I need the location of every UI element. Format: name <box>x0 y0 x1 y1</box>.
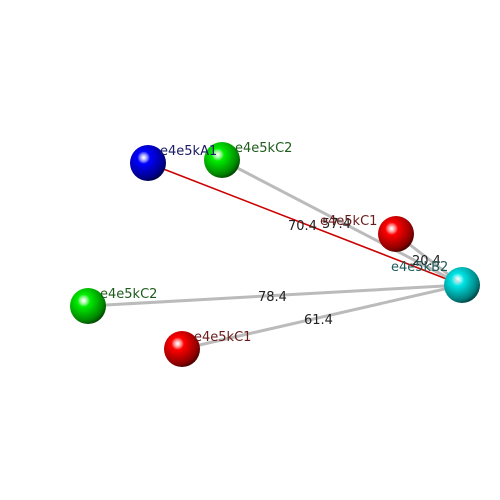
atom-label: e4e5kC2 <box>235 141 292 156</box>
bond-c2b-b2 <box>87 283 463 308</box>
atom-layer <box>70 142 480 367</box>
distance-label: 70.4 <box>288 219 317 234</box>
atom-c2-top[interactable] <box>204 142 240 178</box>
atom-label: e4e5kC2 <box>100 287 157 302</box>
distance-label-layer: 70.4 57.4 20.4 78.4 61.4 <box>258 217 441 328</box>
distance-label: 20.4 <box>412 254 441 269</box>
bond-c2a-b2 <box>221 158 463 287</box>
atom-label-layer: e4e5kA1 e4e5kC2 e4e5kC1 e4e5kB2 e4e5kC2 … <box>100 141 448 345</box>
atom-c1-bottom[interactable] <box>164 331 200 367</box>
atom-label: e4e5kB2 <box>391 260 448 275</box>
distance-label: 61.4 <box>304 313 333 328</box>
bond-c1b-b2 <box>181 283 463 351</box>
distance-label: 78.4 <box>258 290 287 305</box>
distance-label: 57.4 <box>322 217 351 232</box>
atom-label: e4e5kA1 <box>160 144 217 159</box>
atom-c1-right[interactable] <box>378 216 414 252</box>
atom-label: e4e5kC1 <box>194 330 251 345</box>
bond-layer <box>87 158 463 351</box>
atom-c2-left[interactable] <box>70 288 106 324</box>
atom-label: e4e5kC1 <box>320 214 377 229</box>
bond-a1-b2 <box>147 162 463 286</box>
atom-a1[interactable] <box>130 145 166 181</box>
atom-b2[interactable] <box>444 267 480 303</box>
